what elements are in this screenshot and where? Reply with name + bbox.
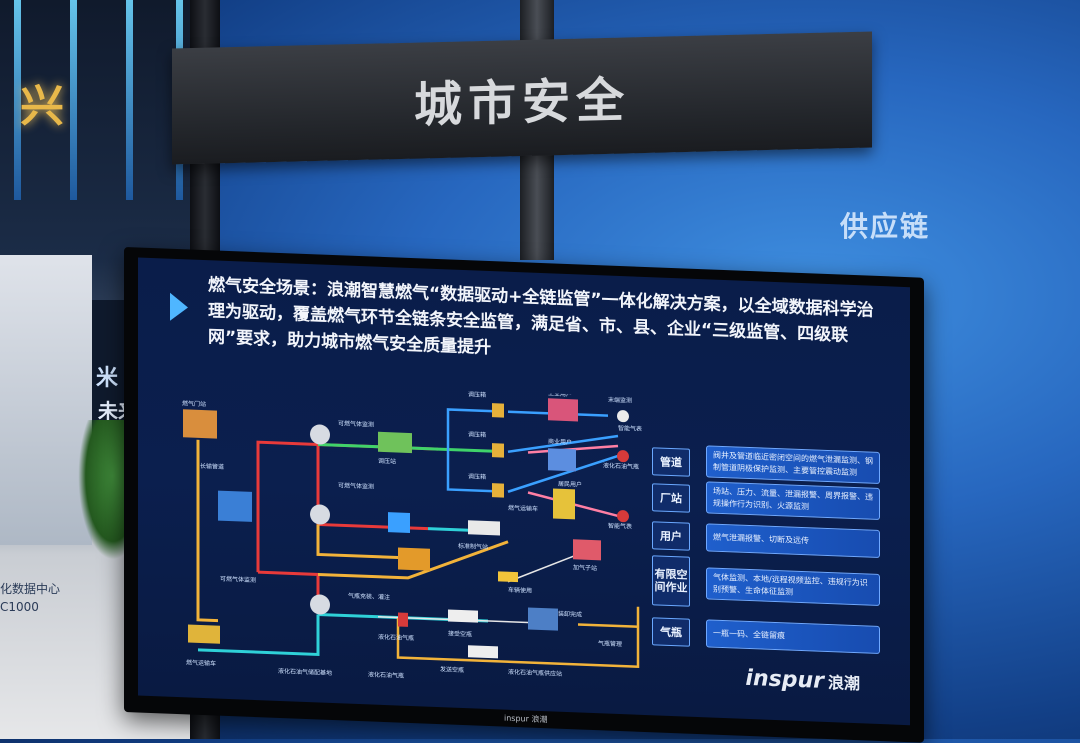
diagram-label: 液化石油气瓶 [368, 670, 404, 679]
screen-headline: 燃气安全场景：浪潮智慧燃气“数据驱动+全链监管”一体化解决方案，以全域数据科学治… [208, 275, 874, 359]
diagram-label: 智能气表 [618, 424, 642, 433]
category-cylinder: 气瓶 [652, 617, 690, 647]
diagram-label: 加气子站 [573, 563, 597, 572]
left-display-panel [0, 255, 92, 545]
diagram-label: 可燃气体监测 [338, 481, 374, 490]
regulator-station-icon [378, 431, 412, 454]
category-confined-space: 有限空间作业 [652, 555, 690, 607]
category-pipeline: 管道 [652, 447, 690, 477]
regulator-box-icon [492, 443, 504, 458]
facility-icons [183, 398, 629, 659]
diagram-label: 气瓶管理 [598, 639, 622, 648]
industrial-user-icon [548, 398, 578, 422]
diagram-label: 居民用户 [558, 480, 582, 489]
lpg-supply-station-icon [528, 607, 558, 631]
gas-station-icon [398, 547, 430, 571]
pipeline-yellow-2 [396, 606, 640, 669]
diagram-label: 燃气运输车 [508, 504, 538, 513]
pipeline-cyan-2 [198, 614, 320, 657]
left-neon-sign: 兴 [20, 81, 68, 132]
light-strip [126, 0, 133, 200]
diagram-label: 调压箱 [468, 390, 486, 399]
diagram-label: 调压箱 [468, 430, 486, 439]
diagram-label: 商业用户 [548, 437, 572, 446]
category-user-desc: 燃气泄漏报警、切断及远传 [706, 523, 880, 559]
diagram-label: 发送空瓶 [440, 665, 464, 674]
sign-title: 城市安全 [413, 72, 630, 134]
gas-truck-icon [388, 512, 410, 533]
tanker-icon [468, 520, 500, 536]
diagram-label: 标准制气站 [458, 542, 488, 551]
diagram-label: 调压箱 [468, 472, 486, 481]
lpg-cylinder-icon [617, 450, 629, 463]
brand-cn: 浪潮 [827, 673, 860, 694]
storage-tank-icon [310, 424, 330, 445]
truck-icon [448, 609, 478, 623]
left-booth-text: 米 [96, 366, 119, 391]
section-sign: 城市安全 [172, 31, 872, 165]
pipeline-green [318, 442, 498, 453]
smart-meter-icon [617, 510, 629, 523]
storage-tank-icon [310, 504, 330, 525]
diagram-label: 接受空瓶 [448, 629, 472, 638]
left-caption-line-2: C1000 [0, 600, 39, 614]
light-strip [14, 0, 21, 200]
car-icon [498, 571, 518, 583]
diagram-label: 末端监测 [608, 396, 632, 405]
diagram-label: 调压站 [378, 457, 396, 466]
diagram-label: 可燃气体监测 [220, 575, 256, 584]
pipeline-yellow [196, 439, 509, 623]
storage-tank-icon [310, 594, 330, 615]
regulator-box-icon [492, 483, 504, 498]
display-monitor: 燃气安全场景：浪潮智慧燃气“数据驱动+全链监管”一体化解决方案，以全域数据科学治… [124, 247, 924, 743]
gas-supply-chain-diagram: 调压箱 工业用户 末端监测 调压箱 商业用户 智能气表 调压箱 调压站 居民用户… [182, 389, 642, 679]
category-user: 用户 [652, 521, 690, 551]
diagram-label: 液化石油气储配基地 [278, 667, 332, 677]
long-pipeline-icon [218, 490, 252, 522]
truck-icon [468, 645, 498, 659]
resident-user-icon [553, 488, 575, 520]
left-caption: 化数据中心 C1000 [0, 580, 60, 616]
lpg-base-icon [188, 624, 220, 644]
diagram-labels: 调压箱 工业用户 末端监测 调压箱 商业用户 智能气表 调压箱 调压站 居民用户… [182, 389, 642, 679]
diagram-label: 车辆使用 [508, 586, 532, 595]
diagram-label: 液化石油气瓶 [603, 461, 639, 470]
left-caption-line-1: 化数据中心 [0, 582, 61, 596]
diagram-label: 智能气表 [608, 522, 632, 531]
diagram-label: 燃气门站 [182, 399, 206, 408]
category-station-desc: 场站、压力、流量、泄漏报警、周界报警、违规操作行为识别、火源监测 [706, 481, 880, 521]
commercial-user-icon [548, 448, 576, 472]
bezel-logo: inspur 浪潮 [504, 713, 548, 725]
diagram-label: 液化石油气瓶供应站 [508, 668, 562, 678]
category-cylinder-desc: 一瓶一码、全链留痕 [706, 619, 880, 655]
diagram-label: 气瓶充装、灌注 [348, 592, 390, 602]
diagram-label: 长输管道 [200, 462, 224, 471]
monitor-screen: 燃气安全场景：浪潮智慧燃气“数据驱动+全链监管”一体化解决方案，以全域数据科学治… [138, 257, 910, 726]
diagram-label: 液化石油气瓶 [378, 633, 414, 642]
category-confined-space-desc: 气体监测、本地/远程视频监控、违规行为识别预警、生命体征监测 [706, 567, 880, 607]
pipeline-red-2 [258, 570, 320, 605]
brand-name: inspur [745, 665, 824, 694]
category-station: 厂站 [652, 483, 690, 513]
diagram-label: 燃气运输车 [186, 658, 216, 667]
pipeline-cyan [318, 527, 498, 623]
arrow-marker-icon [170, 292, 188, 322]
category-pipeline-desc: 阀井及管道临近密闭空间的燃气泄漏监测、钢制管道阴极保护监测、主要管控震动监测 [706, 445, 880, 485]
regulator-box-icon [492, 403, 504, 418]
gas-sub-station-icon [573, 539, 601, 561]
diagram-label: 装卸完成 [558, 610, 582, 619]
diagram-label: 工业用户 [548, 389, 572, 398]
light-strip [70, 0, 77, 200]
wall-text-supply-chain: 供应链 [840, 210, 931, 243]
lpg-cylinder-icon [398, 612, 408, 627]
diagram-label: 可燃气体监测 [338, 419, 374, 428]
smart-meter-icon [617, 410, 629, 423]
gate-station-icon [183, 409, 217, 439]
